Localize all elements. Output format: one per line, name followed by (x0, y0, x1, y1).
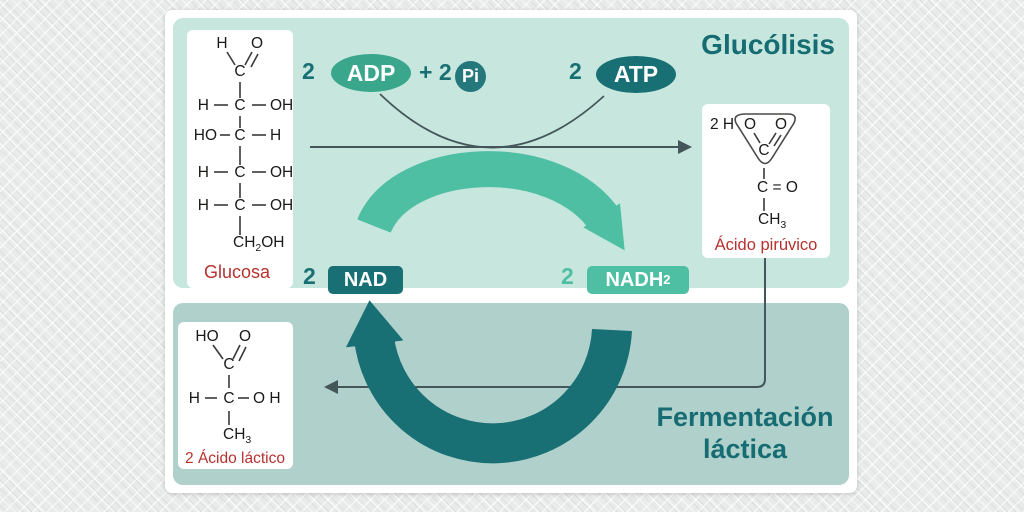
glycolysis-title: Glucólisis (701, 29, 835, 60)
atp-label: ATP (613, 61, 659, 87)
glucose-row-left: H (198, 97, 209, 114)
bond-line (212, 344, 224, 360)
adp-label: ADP (346, 59, 396, 86)
plus-pi-count: + 2 (419, 59, 452, 85)
nad-label: NAD (343, 268, 388, 291)
pyruvate-box: 2 H O O C C = O CH3 Ácido pirúvico (702, 104, 830, 258)
pyruvate-structure: 2 H O O C C = O CH3 Ácido pirúvico (710, 113, 818, 254)
glucose-row-c: C (234, 197, 245, 214)
lactate-structure: HO O C H C O H CH3 2 Ácido láctico (185, 328, 285, 467)
pyruvate-prefix: 2 H (710, 116, 734, 133)
lactate-row-left: H (189, 390, 200, 407)
bond-line (753, 132, 761, 144)
fermentation-title-line2: láctica (702, 434, 788, 464)
glucose-top-o: O (251, 35, 263, 52)
adp-pill: ADP (331, 54, 411, 92)
glucose-row-left: HO (194, 127, 217, 144)
lactate-ho: HO (195, 328, 218, 345)
atp-pill: ATP (596, 56, 676, 93)
glucose-row-right: OH (270, 97, 293, 114)
glucose-row-left: H (198, 164, 209, 181)
pyruvate-c1: C (758, 142, 769, 159)
glucose-row-c: C (234, 97, 245, 114)
nadh-label: NADH (605, 268, 664, 291)
lactate-methyl: CH3 (223, 426, 251, 446)
bond-line (250, 53, 259, 68)
lactate-row-right: O H (253, 390, 281, 407)
glucose-top-h: H (216, 35, 227, 52)
pi-label: Pi (461, 66, 479, 86)
lactate-row-c: C (223, 390, 234, 407)
bond-line (773, 134, 782, 147)
nadh-count: 2 (561, 263, 574, 289)
glucose-row-right: OH (270, 164, 293, 181)
bond-line (226, 51, 236, 66)
carboxyl-ring-outline (734, 113, 796, 165)
glucose-row-right: H (270, 127, 281, 144)
glucose-label: Glucosa (204, 262, 271, 282)
pyruvate-keto-group: C = O (757, 179, 798, 196)
glucose-row-right: OH (270, 197, 293, 214)
fermentation-title: Fermentación láctica (652, 401, 838, 465)
glucose-box: H O C H C OH HO C H H C OH (187, 30, 293, 288)
glucose-row-left: H (198, 197, 209, 214)
glucose-tail: CH2OH (233, 234, 284, 254)
lactate-box: HO O C H C O H CH3 2 Ácido láctico (178, 322, 293, 469)
glucose-structure: H O C H C OH HO C H H C OH (194, 35, 293, 282)
glucose-c1: C (234, 63, 245, 80)
bond-line (232, 344, 241, 360)
pyruvate-o-left: O (744, 116, 756, 133)
atp-count: 2 (569, 58, 582, 84)
lactate-c1: C (223, 356, 234, 373)
pyruvate-label: Ácido pirúvico (715, 235, 818, 254)
glucose-row-c: C (234, 164, 245, 181)
adp-count: 2 (302, 58, 315, 84)
bond-line (238, 346, 247, 362)
bond-line (768, 132, 777, 145)
glucose-row-c: C (234, 127, 245, 144)
pyruvate-o-right: O (775, 116, 787, 133)
lactate-o: O (239, 328, 251, 345)
lactate-label: 2 Ácido láctico (185, 450, 285, 467)
nad-tag: NAD (328, 266, 403, 294)
fermentation-title-line1: Fermentación (656, 402, 834, 432)
pi-pill: Pi (455, 61, 486, 92)
bond-line (244, 51, 253, 66)
nad-count: 2 (303, 263, 316, 289)
pyruvate-methyl: CH3 (758, 211, 786, 231)
